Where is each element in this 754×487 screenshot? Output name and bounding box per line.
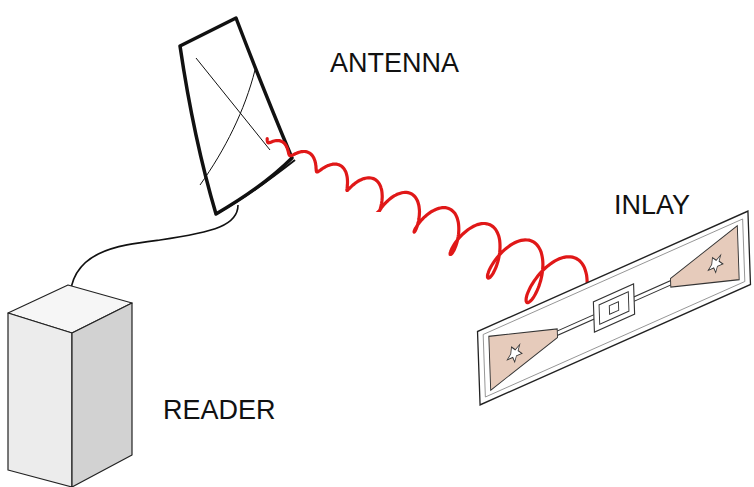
antenna-panel [180,18,295,214]
reader-label: READER [163,397,276,424]
rfid-inlay [478,211,751,405]
reader-box [8,285,132,487]
inlay-label: INLAY [614,192,690,219]
antenna-label: ANTENNA [330,50,459,77]
radio-wave [267,139,587,303]
reader-cable [70,205,238,300]
